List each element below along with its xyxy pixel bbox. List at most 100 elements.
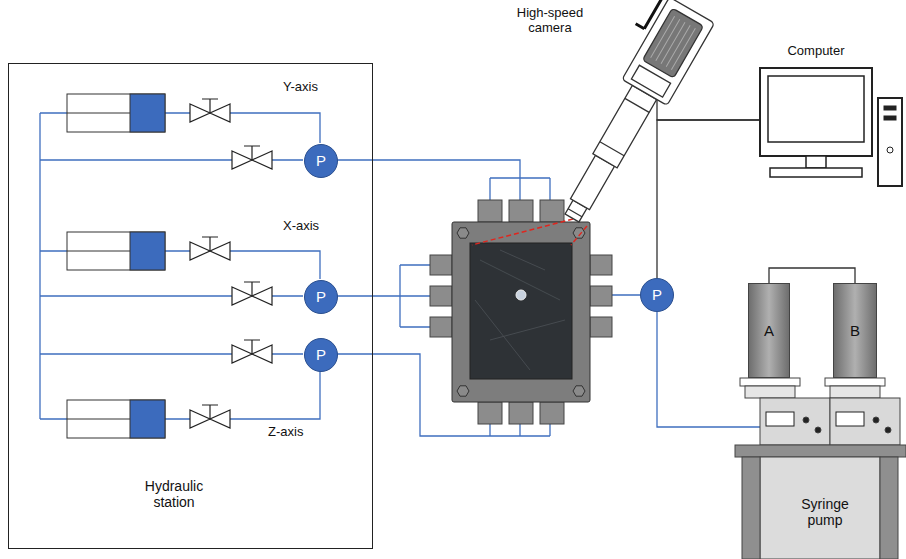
- valve-symbols: [190, 99, 272, 428]
- table-top: [735, 445, 906, 457]
- computer-illustration: [760, 68, 902, 186]
- pump-button: [873, 417, 879, 423]
- piston: [509, 200, 533, 222]
- hydraulic-pipes: [40, 113, 640, 436]
- valve: [210, 242, 230, 260]
- piston: [590, 317, 612, 337]
- valve: [190, 104, 210, 122]
- pump-base: [760, 398, 830, 445]
- node-label: B: [850, 322, 860, 339]
- valve-handle: [244, 282, 260, 296]
- piston: [590, 286, 612, 306]
- bolt: [457, 386, 469, 396]
- valve-handle: [244, 340, 260, 354]
- piston: [430, 286, 452, 306]
- loading-cell: [430, 200, 612, 424]
- computer-tower: [878, 98, 902, 186]
- pressure-gauge: P: [304, 280, 338, 314]
- valve: [190, 242, 210, 260]
- pump-display: [766, 412, 794, 426]
- piston: [509, 402, 533, 424]
- pump-base: [830, 398, 900, 445]
- cylinder-piston: [130, 400, 165, 438]
- cylinder-body: [67, 94, 165, 132]
- piston: [430, 255, 452, 275]
- keyboard: [770, 168, 862, 177]
- piston: [478, 200, 502, 222]
- node-label: High-speed camera: [505, 6, 595, 36]
- piston: [540, 200, 564, 222]
- syringe-holder: [830, 386, 880, 398]
- power-button: [887, 147, 893, 153]
- node-label: Computer: [760, 44, 872, 59]
- axis-label: Y-axis: [283, 79, 318, 94]
- cylinder-rod: [67, 113, 130, 114]
- cylinder-body: [67, 400, 165, 438]
- valve: [252, 345, 272, 363]
- syringe-cylinder: B: [833, 283, 877, 378]
- cell-frame: [452, 222, 590, 402]
- connector-line: [657, 120, 760, 278]
- pressure-gauge: P: [304, 338, 338, 372]
- axis-label: X-axis: [283, 218, 319, 233]
- node-label: P: [316, 152, 326, 169]
- valve: [210, 104, 230, 122]
- hydraulic-station-box: Hydraulic station P P P: [8, 63, 373, 549]
- node-label: P: [316, 346, 326, 363]
- camera-viewfinder: [636, 0, 663, 29]
- bolt: [573, 386, 585, 396]
- lens-ring: [563, 98, 649, 219]
- camera-barrel: [570, 155, 614, 209]
- bolt: [457, 228, 469, 238]
- cylinder-piston: [130, 232, 165, 270]
- cylinder-rod: [67, 419, 130, 420]
- pressure-gauge: P: [304, 144, 338, 178]
- valve: [190, 410, 210, 428]
- camera-node: High-speed camera: [560, 0, 710, 235]
- syringe-cylinder: A: [748, 283, 790, 378]
- camera-view-line: [472, 219, 587, 245]
- pipe: [40, 113, 320, 419]
- hydraulic-cylinder: [67, 94, 165, 438]
- piston: [478, 402, 502, 424]
- camera-body: [622, 0, 715, 105]
- table-panel: [760, 457, 880, 559]
- monitor: [760, 68, 872, 156]
- pump-button: [815, 427, 821, 433]
- computer-node: Computer: [760, 68, 872, 156]
- syringe-holder: [745, 386, 795, 398]
- cylinder-rod: [67, 251, 130, 252]
- cylinder-body: [67, 232, 165, 270]
- piston: [590, 255, 612, 275]
- valve: [252, 287, 272, 305]
- rock-specimen: [470, 243, 572, 379]
- valve-handle: [244, 146, 260, 160]
- node-label: Syringe pump: [790, 496, 860, 528]
- table-leg: [742, 457, 760, 559]
- node-label: P: [652, 286, 662, 303]
- injection-hole: [516, 290, 526, 300]
- camera-barrel: [593, 85, 657, 167]
- monitor-stand: [806, 156, 826, 168]
- bolt: [573, 228, 585, 238]
- node-label: P: [316, 288, 326, 305]
- camera-panel: [631, 65, 670, 97]
- valve: [232, 287, 252, 305]
- node-label: A: [764, 322, 774, 339]
- syringe-clamp: [825, 378, 885, 386]
- valve-handle: [202, 405, 218, 419]
- connector-line: [769, 268, 855, 283]
- valve-handle: [202, 237, 218, 251]
- syringe-clamp: [740, 378, 800, 386]
- pump-display: [836, 412, 864, 426]
- drive-slot: [884, 106, 896, 110]
- node-label: Hydraulic station: [129, 478, 219, 510]
- pump-button: [885, 427, 891, 433]
- piston: [430, 317, 452, 337]
- pump-button: [803, 417, 809, 423]
- syringe-pump-table: Syringe pump: [735, 398, 906, 559]
- grille-lines: [651, 16, 696, 70]
- table-leg: [880, 457, 898, 559]
